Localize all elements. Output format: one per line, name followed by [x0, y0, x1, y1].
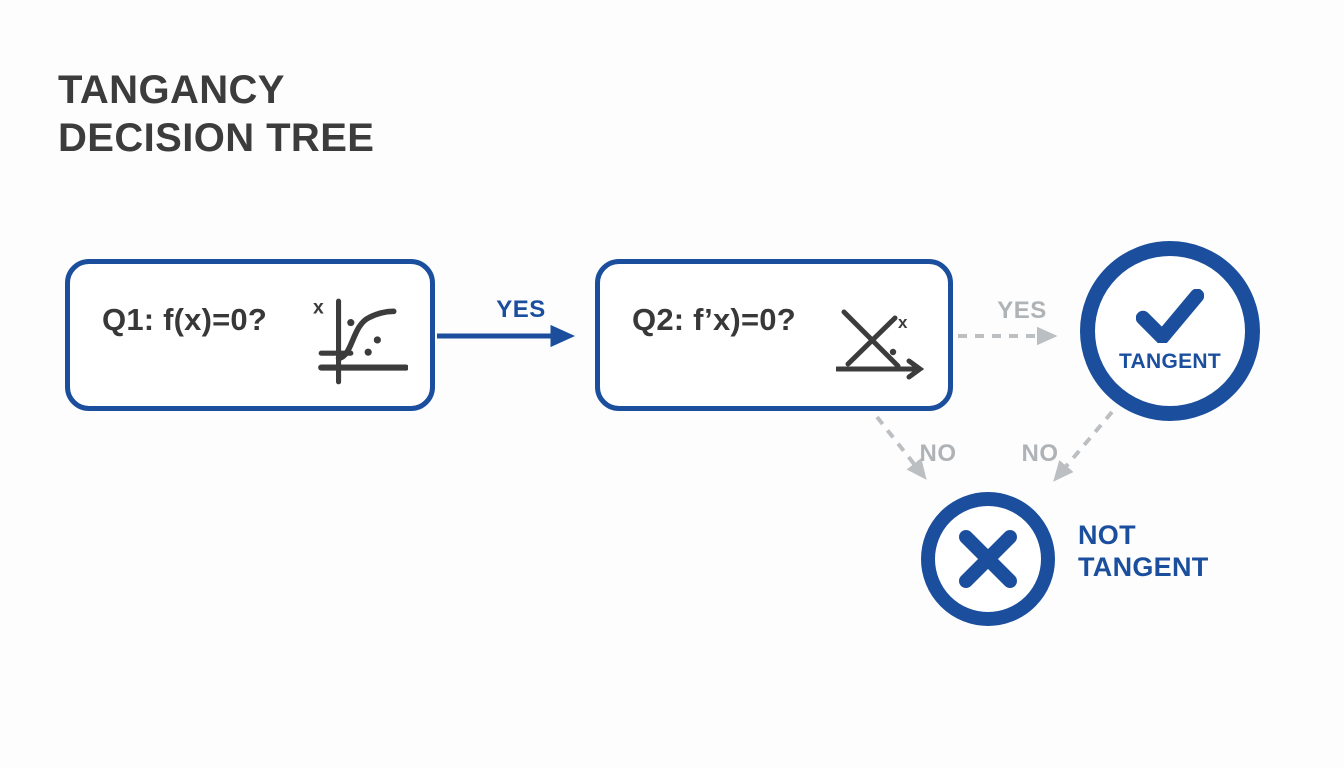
node-q1: Q1: f(x)=0? x — [65, 259, 435, 411]
function-curve-icon: x — [313, 296, 408, 385]
crossing-lines-icon: x — [836, 309, 924, 380]
edge-label-no-right: NO — [1021, 440, 1059, 467]
svg-text:x: x — [313, 296, 324, 318]
node-not-tangent — [921, 492, 1055, 626]
node-tangent: TANGENT — [1080, 241, 1260, 421]
node-q2: Q2: f’x)=0? x — [595, 259, 953, 411]
not-tangent-label-line2: TANGENT — [1078, 552, 1209, 582]
edge-label-yes-dashed: YES — [997, 297, 1047, 324]
check-icon — [1136, 288, 1204, 343]
page-title-line2: DECISION TREE — [58, 116, 375, 160]
not-tangent-label-line1: NOT — [1078, 520, 1136, 550]
edge-label-no-left: NO — [919, 440, 957, 467]
page-title: TANGANCY DECISION TREE — [58, 66, 374, 162]
page-title-line1: TANGANCY — [58, 68, 285, 112]
not-tangent-label: NOT TANGENT — [1078, 519, 1209, 583]
svg-text:x: x — [898, 313, 908, 332]
node-tangent-label: TANGENT — [1118, 349, 1222, 373]
edge-label-yes-solid: YES — [496, 296, 546, 323]
node-q2-label: Q2: f’x)=0? — [632, 302, 796, 337]
node-q1-label: Q1: f(x)=0? — [102, 302, 267, 337]
cross-icon — [959, 530, 1017, 588]
